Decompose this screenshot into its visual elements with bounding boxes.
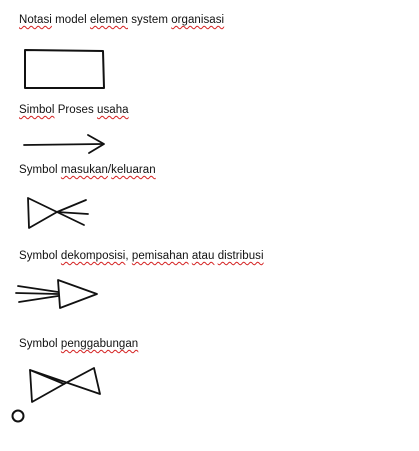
heading-word: organisasi: [171, 14, 225, 26]
pointer-ring-icon: [10, 408, 26, 429]
heading-word: Simbol: [19, 104, 55, 116]
heading-word: Symbol: [19, 338, 61, 350]
heading-word: masukan: [60, 164, 108, 176]
heading-word: Symbol: [19, 250, 61, 262]
heading-word: ,: [125, 250, 132, 262]
rectangle-icon: [22, 48, 108, 92]
input-output-icon: [24, 192, 94, 234]
heading-word: penggabungan: [60, 338, 139, 350]
heading-word: /: [107, 164, 112, 176]
heading-word: atau: [191, 250, 215, 262]
heading-word: distribusi: [217, 250, 264, 262]
heading-word: elemen: [89, 14, 128, 26]
arrow-right-icon: [22, 132, 108, 156]
heading-word: dekomposisi: [60, 250, 126, 262]
merge-icon: [24, 364, 106, 408]
heading-word: pemisahan: [131, 250, 189, 262]
heading-word: Symbol: [19, 164, 61, 176]
decomposition-icon: [14, 274, 104, 314]
heading-word: model: [51, 14, 90, 26]
heading-word: system: [128, 14, 172, 26]
heading-elemen-organisasi: Notasi model elemen system organisasi: [19, 13, 224, 27]
heading-word: usaha: [97, 104, 129, 116]
heading-word: Notasi: [19, 14, 52, 26]
heading-word: Proses: [54, 104, 98, 116]
heading-dekomposisi: Symbol dekomposisi, pemisahan atau distr…: [19, 249, 264, 263]
heading-word: keluaran: [111, 164, 156, 176]
heading-penggabungan: Symbol penggabungan: [19, 337, 138, 351]
heading-proses-usaha: Simbol Proses usaha: [19, 103, 129, 117]
heading-masukan-keluaran: Symbol masukan/keluaran: [19, 163, 156, 177]
